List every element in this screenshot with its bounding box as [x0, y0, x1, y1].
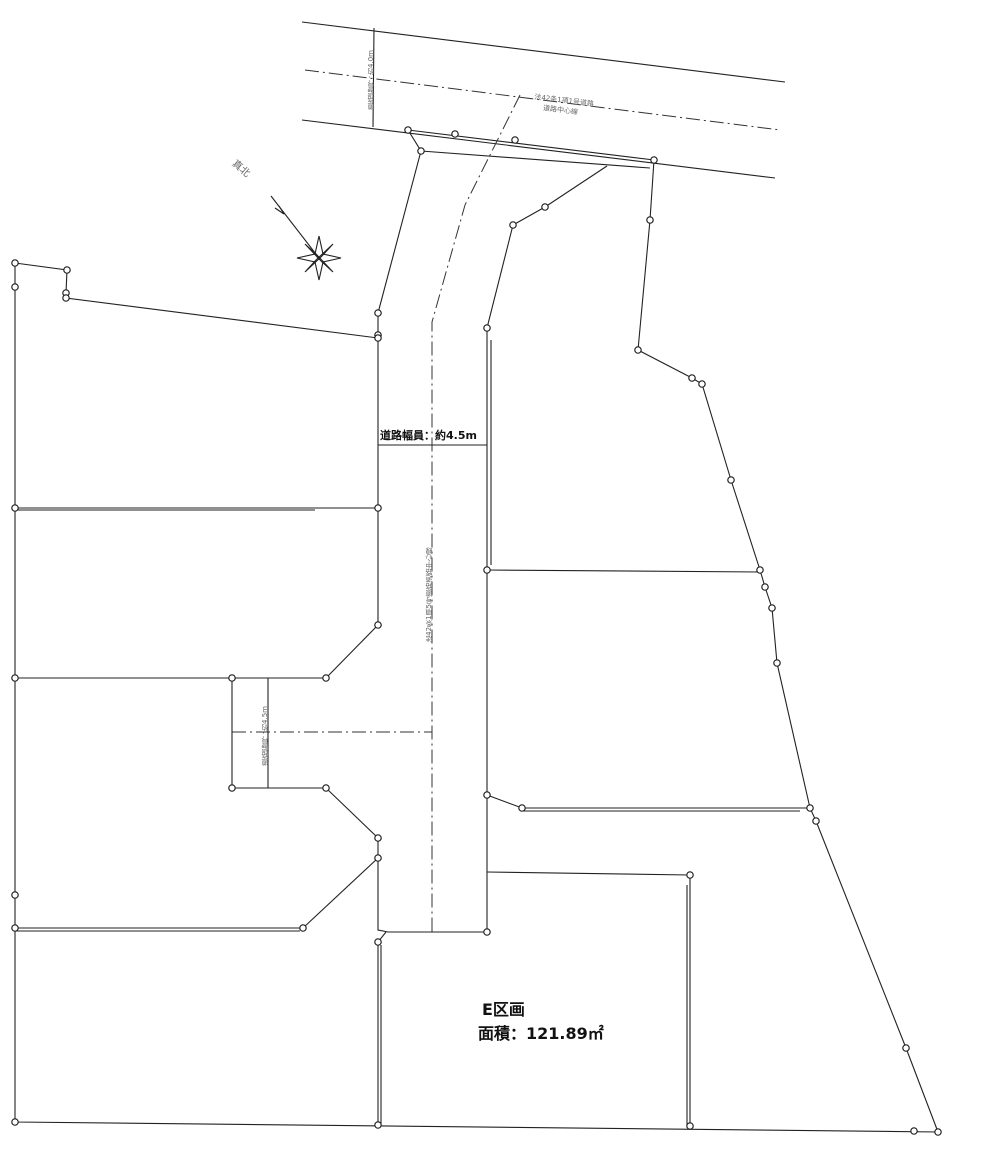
- road-east-edge: [486, 165, 608, 932]
- boundary-point: [509, 221, 517, 229]
- boundary-point: [541, 203, 549, 211]
- north-arrow-icon: [270, 195, 342, 281]
- boundary-point: [11, 924, 19, 932]
- boundary-point: [902, 1044, 910, 1052]
- boundary-points: [11, 126, 942, 1136]
- boundary-point: [228, 674, 236, 682]
- boundary-point: [518, 804, 526, 812]
- boundary-point: [322, 784, 330, 792]
- boundary-point: [451, 130, 459, 138]
- boundary-point: [63, 266, 71, 274]
- boundary-point: [374, 938, 382, 946]
- boundary-point: [11, 504, 19, 512]
- top-road-width-note: 道路幅員：約4.0m: [367, 50, 375, 110]
- inner-road-type: 法42条1項5号道路: [425, 583, 433, 643]
- boundary-point: [768, 604, 776, 612]
- boundary-point: [646, 216, 654, 224]
- boundary-point: [404, 126, 412, 134]
- boundary-point: [228, 784, 236, 792]
- boundary-point: [483, 566, 491, 574]
- boundary-point: [483, 324, 491, 332]
- boundary-point: [688, 374, 696, 382]
- boundary-point: [299, 924, 307, 932]
- boundary-point: [812, 817, 820, 825]
- boundary-point: [806, 804, 814, 812]
- boundary-point: [773, 659, 781, 667]
- lot-name: E区画: [482, 1000, 525, 1019]
- boundary-point: [934, 1128, 942, 1136]
- road-centerline: [431, 94, 521, 932]
- lot-lines: [15, 507, 810, 1125]
- lot-area: 面積：121.89㎡: [478, 1024, 604, 1043]
- boundary-point: [761, 583, 769, 591]
- boundary-point: [374, 334, 382, 342]
- boundary-point: [483, 928, 491, 936]
- road-width-label: 道路幅員：約4.5m: [380, 429, 477, 442]
- road-west-edge: [325, 129, 422, 679]
- boundary-point: [11, 283, 19, 291]
- boundary-point: [686, 871, 694, 879]
- boundary-point: [322, 674, 330, 682]
- inner-road-centerline: 道路中心線: [425, 548, 433, 583]
- boundary-point: [11, 1118, 19, 1126]
- boundary-point: [374, 834, 382, 842]
- boundary-point: [11, 891, 19, 899]
- boundary-point: [11, 259, 19, 267]
- boundary-point: [650, 156, 658, 164]
- boundary-point: [727, 476, 735, 484]
- boundary-point: [417, 147, 425, 155]
- site-boundary: [14, 159, 939, 1133]
- inner-road-type-label: 法42条1項5号道路 道路中心線: [424, 548, 434, 643]
- boundary-point: [483, 791, 491, 799]
- boundary-point: [11, 674, 19, 682]
- boundary-point: [634, 346, 642, 354]
- boundary-point: [374, 309, 382, 317]
- boundary-point: [511, 136, 519, 144]
- boundary-point: [698, 380, 706, 388]
- boundary-point: [910, 1127, 918, 1135]
- top-road: [301, 21, 786, 179]
- boundary-point: [374, 854, 382, 862]
- boundary-point: [686, 1122, 694, 1130]
- boundary-point: [374, 504, 382, 512]
- boundary-point: [374, 621, 382, 629]
- boundary-point: [756, 566, 764, 574]
- boundary-point: [62, 294, 70, 302]
- boundary-point: [374, 1121, 382, 1129]
- branch-road-width-note: 道路幅員：約4.5m: [261, 706, 269, 766]
